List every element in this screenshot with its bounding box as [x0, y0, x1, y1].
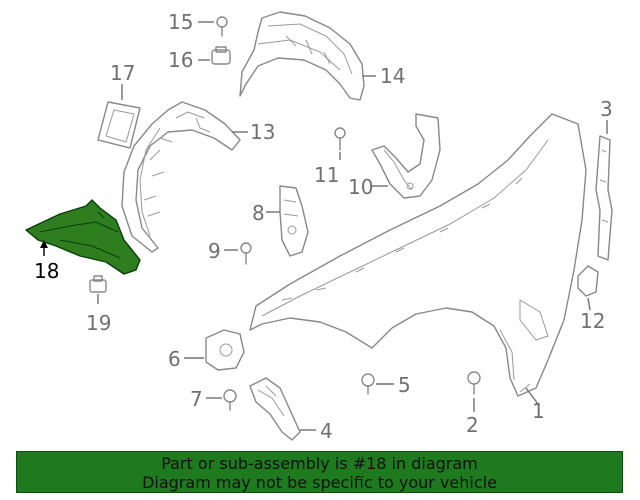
- label-16: 16: [168, 48, 193, 72]
- leader-1: [525, 387, 539, 405]
- part-6-bracket[interactable]: [205, 329, 245, 371]
- label-19: 19: [86, 311, 111, 335]
- label-15: 15: [168, 10, 193, 34]
- part-9-bolt[interactable]: [240, 242, 252, 265]
- part-7-bolt[interactable]: [223, 389, 237, 411]
- part-4-support-bracket[interactable]: [249, 377, 301, 441]
- label-10: 10: [348, 175, 373, 199]
- label-13: 13: [250, 120, 275, 144]
- label-4: 4: [320, 419, 333, 443]
- label-18: 18: [34, 259, 59, 283]
- info-banner: Part or sub-assembly is #18 in diagram D…: [16, 451, 623, 493]
- leader-12: [587, 297, 591, 311]
- label-7: 7: [190, 387, 203, 411]
- part-16-clip[interactable]: [211, 46, 231, 65]
- part-17-panel[interactable]: [97, 101, 141, 149]
- label-1: 1: [532, 399, 545, 423]
- part-3-seal-strip[interactable]: [595, 135, 613, 261]
- label-11: 11: [314, 163, 339, 187]
- leader-18-arrow: [40, 240, 48, 248]
- label-6: 6: [168, 347, 181, 371]
- label-17: 17: [110, 61, 135, 85]
- banner-line-2: Diagram may not be specific to your vehi…: [142, 473, 497, 492]
- label-9: 9: [208, 239, 221, 263]
- part-2-bolt[interactable]: [467, 371, 481, 395]
- banner-line-1: Part or sub-assembly is #18 in diagram: [161, 454, 478, 473]
- part-15-bolt[interactable]: [216, 16, 228, 37]
- label-14: 14: [380, 64, 405, 88]
- label-3: 3: [600, 97, 613, 121]
- part-18-splash-shield[interactable]: [25, 199, 141, 275]
- label-2: 2: [466, 413, 479, 437]
- part-10-bracket[interactable]: [371, 113, 441, 199]
- part-19-clip[interactable]: [89, 275, 107, 293]
- part-18-shape[interactable]: [25, 199, 141, 275]
- part-11-bolt[interactable]: [334, 127, 346, 151]
- label-12: 12: [580, 309, 605, 333]
- part-14-wheel-arch-liner[interactable]: [239, 11, 365, 101]
- part-13-wheel-arch-liner[interactable]: [121, 101, 241, 253]
- label-8: 8: [252, 201, 265, 225]
- part-8-bracket[interactable]: [279, 185, 309, 257]
- label-5: 5: [398, 373, 411, 397]
- part-1-fender[interactable]: [249, 113, 587, 397]
- part-12-bracket[interactable]: [577, 265, 599, 297]
- part-5-clip[interactable]: [361, 373, 375, 395]
